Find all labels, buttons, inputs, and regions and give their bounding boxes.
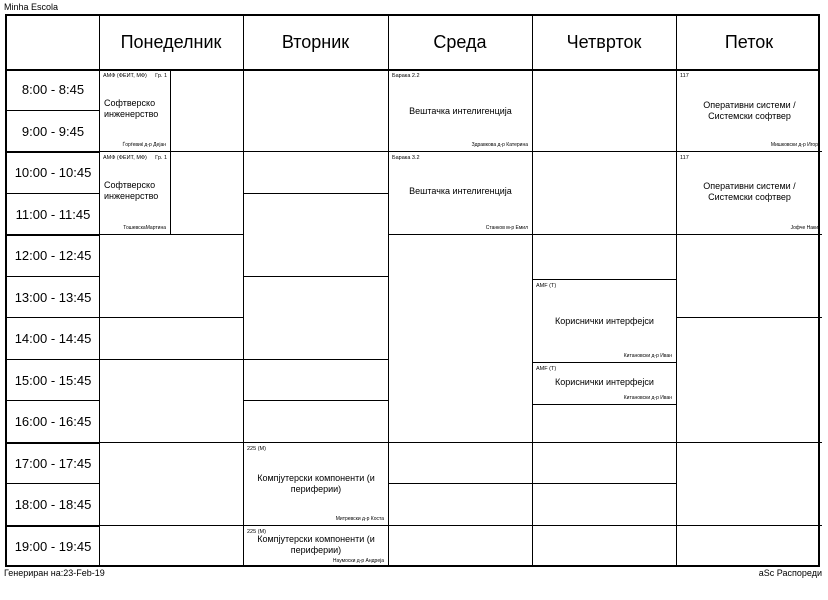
lesson-subject: Софтверско инженерство	[104, 180, 159, 201]
period-label: 11:00 - 11:45	[15, 207, 91, 222]
lesson-room: 117	[680, 73, 689, 79]
period-label: 16:00 - 16:45	[14, 414, 92, 429]
lesson-teacher: Наумоски д-р Андреја	[332, 558, 384, 564]
lesson-subject: Вештачка интелигенција	[409, 106, 512, 116]
lesson-teacher: Митревски д-р Коста	[335, 516, 384, 522]
period-label: 9:00 - 9:45	[21, 124, 85, 139]
lesson-room: Барака 2.2	[392, 73, 420, 79]
lesson-teacher: ТошевскаМартина	[123, 225, 166, 231]
day-header-friday: Петок	[724, 32, 774, 52]
lesson-subject: Кориснички интерфејси	[555, 316, 654, 326]
lesson-teacher: Ѓорѓевиќ д-р Дејан	[122, 142, 166, 148]
lesson-room: АМФ (ФЕИТ, МФ)	[103, 73, 147, 79]
period-label: 10:00 - 10:45	[14, 165, 92, 180]
lesson-room: 225 (M)	[247, 529, 266, 535]
period-label: 12:00 - 12:45	[14, 248, 92, 263]
lesson-card[interactable]: AMF (T) Кориснички интерфејси Китановски…	[533, 280, 676, 362]
day-header-monday: Понеделник	[120, 32, 222, 52]
period-label: 13:00 - 13:45	[14, 290, 92, 305]
lesson-subject: Оперативни системи / Системски софтвер	[703, 100, 796, 121]
lesson-card[interactable]: Барака 2.2 Вештачка интелигенција Здравк…	[389, 70, 532, 151]
lesson-subject: Кориснички интерфејси	[555, 377, 654, 387]
lesson-subject: Вештачка интелигенција	[409, 186, 512, 196]
lesson-subject: Компјутерски компоненти (и периферии)	[257, 473, 375, 494]
lesson-card[interactable]: АМФ (ФЕИТ, МФ) Гр. 1 Софтверско инженерс…	[100, 70, 170, 151]
day-header-wednesday: Среда	[433, 32, 487, 52]
lesson-subject: Софтверско инженерство	[104, 98, 159, 119]
lesson-room: AMF (T)	[536, 366, 557, 372]
period-label: 8:00 - 8:45	[21, 82, 85, 97]
lesson-room: 225 (M)	[247, 446, 266, 452]
lesson-teacher: Китановски д-р Иван	[623, 395, 672, 401]
lesson-teacher: Јофче Наки	[790, 225, 818, 231]
day-header-tuesday: Вторник	[281, 32, 350, 52]
period-label: 17:00 - 17:45	[14, 456, 92, 471]
lesson-teacher: Здравкова д-р Катерина	[471, 142, 528, 148]
lesson-teacher: Станков м-р Емил	[485, 225, 528, 231]
lesson-card[interactable]: 225 (M) Компјутерски компоненти (и периф…	[244, 526, 388, 567]
timetable-grid: Понеделник Вторник Среда Четврток Петок …	[5, 14, 822, 567]
lesson-room: АМФ (ФЕИТ, МФ)	[103, 155, 147, 161]
lesson-card[interactable]: 225 (M) Компјутерски компоненти (и периф…	[244, 443, 388, 525]
lesson-card[interactable]: Барака 3.2 Вештачка интелигенција Станко…	[389, 152, 532, 234]
lesson-card[interactable]: 117 Оперативни системи / Системски софтв…	[677, 70, 822, 151]
lesson-teacher: Мишковски д-р Игор	[770, 142, 818, 148]
school-name: Minha Escola	[4, 2, 59, 12]
period-label: 18:00 - 18:45	[14, 497, 92, 512]
lesson-subject: Компјутерски компоненти (и периферии)	[257, 534, 375, 555]
period-label: 19:00 - 19:45	[14, 539, 92, 554]
lesson-subject: Оперативни системи / Системски софтвер	[703, 181, 796, 202]
lesson-card[interactable]: AMF (T) Кориснички интерфејси Китановски…	[533, 363, 676, 404]
day-header-thursday: Четврток	[566, 32, 642, 52]
lesson-room: Барака 3.2	[392, 155, 420, 161]
lesson-card[interactable]: АМФ (ФЕИТ, МФ) Гр. 1 Софтверско инженерс…	[100, 152, 170, 234]
lesson-group: Гр. 1	[155, 155, 167, 161]
lesson-room: 117	[680, 155, 689, 161]
lesson-card[interactable]: 117 Оперативни системи / Системски софтв…	[677, 152, 822, 234]
lesson-room: AMF (T)	[536, 283, 557, 289]
lesson-teacher: Китановски д-р Иван	[623, 353, 672, 359]
footer-generated: Генериран на:23-Feb-19	[4, 568, 105, 578]
period-label: 15:00 - 15:45	[14, 373, 92, 388]
footer-vendor: aSc Распореди	[758, 568, 822, 578]
period-label: 14:00 - 14:45	[14, 331, 92, 346]
lesson-group: Гр. 1	[155, 73, 167, 79]
